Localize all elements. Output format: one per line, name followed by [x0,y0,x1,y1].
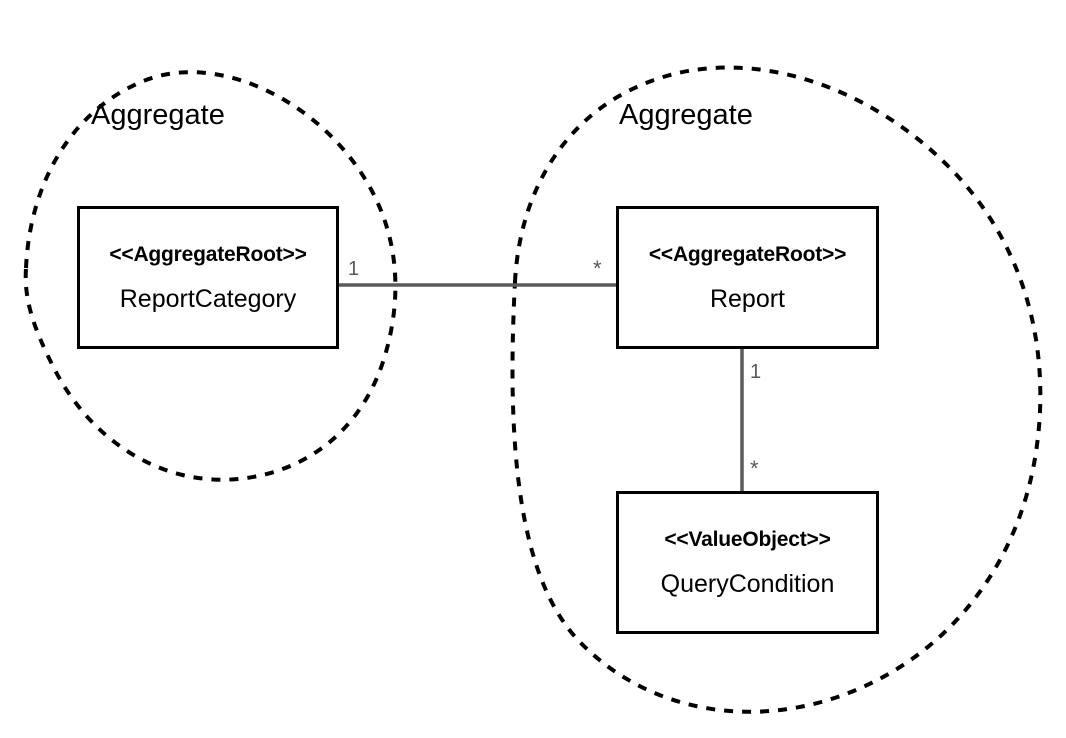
class-box-report[interactable]: <<AggregateRoot>> Report [616,206,879,349]
aggregate-boundary-left-outline [23,70,398,482]
multiplicity-report-to-querycondition-source: 1 [750,361,762,383]
class-name-reportcategory: ReportCategory [119,284,297,313]
class-name-report: Report [709,284,786,313]
class-stereotype-report: <<AggregateRoot>> [648,242,847,266]
multiplicity-report-to-querycondition-target: * [750,456,759,481]
class-box-reportcategory[interactable]: <<AggregateRoot>> ReportCategory [77,206,339,349]
class-stereotype-reportcategory: <<AggregateRoot>> [109,242,307,266]
class-stereotype-querycondition: <<ValueObject>> [664,527,831,551]
class-name-querycondition: QueryCondition [660,569,835,598]
multiplicity-report-side: * [593,256,602,281]
class-box-querycondition[interactable]: <<ValueObject>> QueryCondition [616,491,879,634]
multiplicity-reportcategory-side: 1 [348,258,360,280]
aggregate-boundary-left-label: Aggregate [91,99,225,131]
aggregate-boundary-right-outline [510,65,1043,714]
aggregate-boundary-right-label: Aggregate [619,99,753,131]
